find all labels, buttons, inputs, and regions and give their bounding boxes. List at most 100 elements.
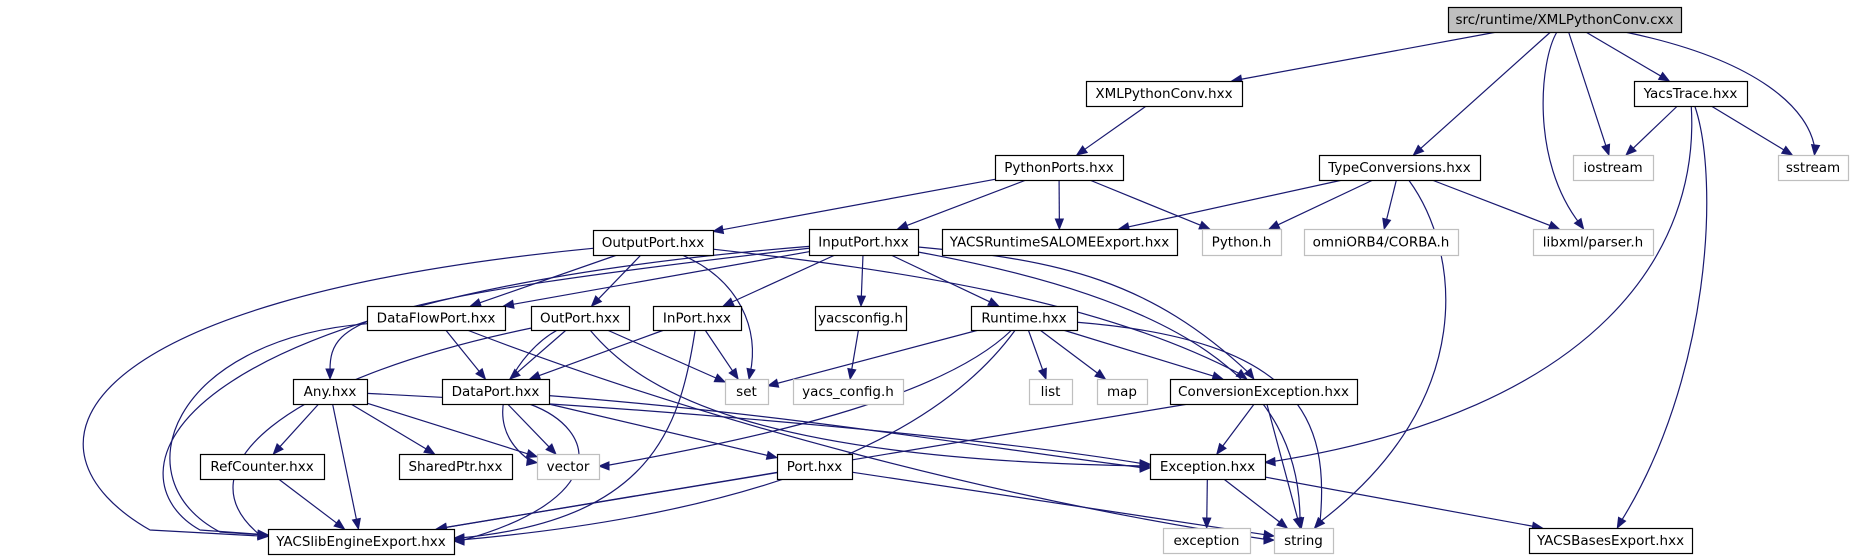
edge-line — [1276, 179, 1374, 226]
node-label: PythonPorts.hxx — [1004, 160, 1113, 176]
node-label: SharedPtr.hxx — [408, 459, 502, 475]
node-box — [1201, 228, 1283, 257]
node-label: src/runtime/XMLPythonConv.cxx — [1455, 12, 1673, 28]
edge-line — [681, 254, 754, 375]
node-yacsconfig-h[interactable]: yacsconfig.h — [814, 305, 908, 332]
edge-dataport-to-vector — [507, 403, 557, 455]
node-sharedptr[interactable]: SharedPtr.hxx — [398, 453, 514, 481]
arrowhead-icon — [1054, 218, 1065, 231]
node-any[interactable]: Any.hxx — [292, 378, 369, 406]
node-label: InputPort.hxx — [818, 235, 909, 251]
node-box — [1777, 154, 1850, 182]
edge-line — [459, 329, 696, 539]
node-label: omniORB4/CORBA.h — [1313, 235, 1450, 251]
node-box — [1572, 154, 1655, 182]
arrowhead-icon — [597, 461, 610, 471]
arrowhead-icon — [746, 367, 756, 381]
node-yacsbasesexport[interactable]: YACSBasesExport.hxx — [1528, 527, 1694, 555]
node-yacsruntimesalome[interactable]: YACSRuntimeSALOMEExport.hxx — [941, 228, 1179, 257]
edge-line — [331, 403, 358, 521]
node-box — [1162, 527, 1252, 555]
arrowhead-icon — [1037, 367, 1047, 381]
edge-line — [1624, 31, 1817, 151]
arrowhead-icon — [1263, 456, 1276, 467]
node-inputport[interactable]: InputPort.hxx — [808, 228, 920, 257]
node-pythonports[interactable]: PythonPorts.hxx — [994, 154, 1125, 182]
arrowhead-icon — [1547, 220, 1561, 230]
arrowhead-icon — [1094, 368, 1107, 380]
node-exception-hxx[interactable]: Exception.hxx — [1149, 453, 1267, 481]
node-list[interactable]: list — [1028, 378, 1074, 406]
node-refcounter[interactable]: RefCounter.hxx — [199, 453, 326, 481]
node-map[interactable]: map — [1096, 378, 1149, 406]
edge-line — [1266, 403, 1299, 520]
node-yacstrace[interactable]: YacsTrace.hxx — [1633, 80, 1749, 108]
arrowhead-icon — [475, 367, 487, 381]
node-typeconversions[interactable]: TypeConversions.hxx — [1318, 154, 1482, 182]
node-inport[interactable]: InPort.hxx — [652, 305, 743, 332]
edge-typeconversions-to-corba_h — [1382, 179, 1397, 231]
node-outputport[interactable]: OutputPort.hxx — [592, 229, 715, 257]
node-dataport[interactable]: DataPort.hxx — [441, 378, 551, 406]
node-box — [536, 453, 601, 481]
node-python-h[interactable]: Python.h — [1201, 228, 1283, 257]
edge-conversionexception-to-string — [1266, 403, 1302, 530]
node-label: InPort.hxx — [663, 311, 731, 327]
edge-dataflowport-to-dataport — [445, 329, 487, 381]
node-vector[interactable]: vector — [536, 453, 601, 481]
edge-line — [1269, 105, 1693, 463]
node-label: TypeConversions.hxx — [1327, 160, 1471, 176]
node-dataflowport[interactable]: DataFlowPort.hxx — [366, 305, 507, 332]
node-box — [1149, 453, 1267, 481]
node-iostream[interactable]: iostream — [1572, 154, 1655, 182]
node-box — [1528, 527, 1694, 555]
edge-line — [366, 402, 529, 455]
edge-line — [478, 254, 618, 304]
edge-line — [1632, 105, 1678, 150]
node-outport[interactable]: OutPort.hxx — [530, 305, 631, 332]
node-label: Exception.hxx — [1160, 459, 1255, 475]
edge-line — [860, 254, 864, 298]
node-libxml-parser[interactable]: libxml/parser.h — [1532, 228, 1655, 257]
edge-any-to-yacslibengineexport — [331, 403, 361, 531]
arrowhead-icon — [1216, 442, 1227, 456]
edge-refcounter-to-yacslibengineexport — [278, 478, 346, 530]
node-string[interactable]: string — [1273, 527, 1335, 555]
edge-runtime-to-conversionexception — [1062, 329, 1225, 381]
arrowhead-icon — [1292, 516, 1302, 530]
node-conversionexception[interactable]: ConversionException.hxx — [1169, 378, 1359, 406]
node-box — [814, 305, 908, 332]
node-exception[interactable]: exception — [1162, 527, 1252, 555]
node-box — [1532, 228, 1655, 257]
edge-line — [1431, 179, 1552, 227]
node-label: OutputPort.hxx — [602, 235, 704, 251]
arrowhead-icon — [711, 224, 725, 235]
edge-line — [1240, 31, 1497, 80]
edge-yacstrace-to-iostream — [1625, 105, 1678, 156]
edge-line — [917, 251, 1301, 521]
node-corba-h[interactable]: omniORB4/CORBA.h — [1303, 228, 1460, 257]
edge-dataport-to-exception_hxx — [548, 395, 1152, 473]
arrowhead-icon — [1616, 516, 1627, 530]
node-root[interactable]: src/runtime/XMLPythonConv.cxx — [1447, 6, 1683, 34]
edge-yacstrace-to-sstream — [1710, 105, 1794, 156]
node-yacslibengineexport[interactable]: YACSlibEngineExport.hxx — [267, 528, 456, 556]
node-label: DataFlowPort.hxx — [377, 311, 496, 327]
node-port[interactable]: Port.hxx — [776, 453, 854, 481]
edge-line — [1039, 329, 1099, 375]
node-label: vector — [547, 459, 590, 475]
node-box — [530, 305, 631, 332]
node-box — [199, 453, 326, 481]
edge-line — [507, 403, 551, 448]
edge-line — [589, 329, 1146, 467]
edge-runtime-to-vector — [597, 329, 1013, 471]
node-set[interactable]: set — [724, 378, 770, 406]
node-yacs-config-h[interactable]: yacs_config.h — [792, 378, 905, 406]
node-runtime[interactable]: Runtime.hxx — [970, 305, 1079, 332]
node-xmlpythonconv-hxx[interactable]: XMLPythonConv.hxx — [1085, 80, 1244, 108]
edge-line — [278, 403, 320, 448]
node-label: OutPort.hxx — [540, 311, 620, 327]
edge-line — [1027, 329, 1044, 371]
node-sstream[interactable]: sstream — [1777, 154, 1850, 182]
